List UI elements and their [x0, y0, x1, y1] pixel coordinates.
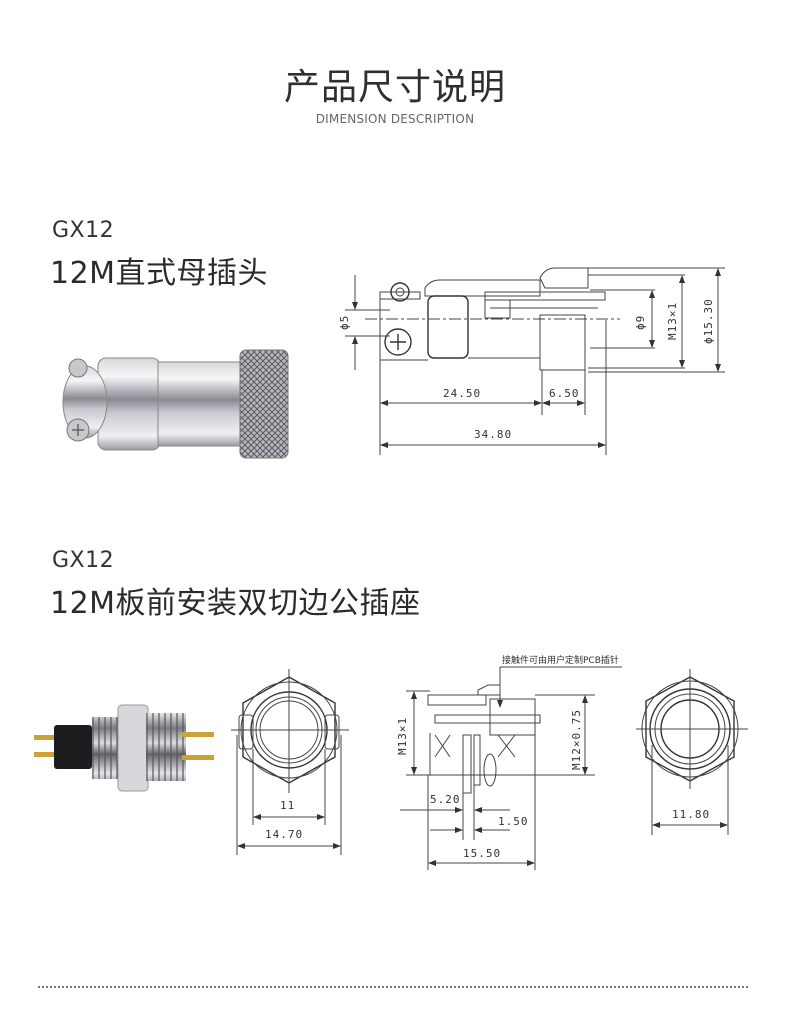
socket-front-view: 11 14.70 — [231, 669, 349, 855]
dim-m13x1: M13×1 — [396, 717, 409, 755]
male-socket-photo — [34, 704, 214, 792]
product-1-model: GX12 — [52, 218, 115, 243]
dim-1-50: 1.50 — [498, 815, 529, 828]
female-plug-dimension-drawing: ϕ5 ϕ9 M13×1 ϕ15.30 24.50 6.50 34.80 — [338, 267, 725, 455]
page-subtitle: DIMENSION DESCRIPTION — [315, 112, 475, 126]
socket-side-section-view: 接触件可由用户定制PCB插针 M13×1 M12×0.75 5.20 1.50 … — [396, 654, 622, 870]
female-plug-photo — [62, 349, 289, 459]
dim-phi9: ϕ9 — [634, 315, 647, 330]
dim-phi5: ϕ5 — [338, 315, 351, 330]
dim-m12x0-75: M12×0.75 — [570, 709, 583, 770]
footer-divider — [38, 986, 748, 988]
dim-m13: M13×1 — [666, 302, 679, 340]
dim-5-20: 5.20 — [430, 793, 461, 806]
product-2-model: GX12 — [52, 548, 115, 573]
socket-rear-view: 11.80 — [636, 669, 748, 835]
dim-phi15-30: ϕ15.30 — [702, 298, 715, 344]
dim-34-80: 34.80 — [474, 428, 512, 441]
dim-24-50: 24.50 — [443, 387, 481, 400]
dim-14-70: 14.70 — [265, 828, 303, 841]
dim-6-50: 6.50 — [549, 387, 580, 400]
product-2-name: 12M板前安装双切边公插座 — [50, 586, 421, 621]
dim-15-50: 15.50 — [463, 847, 501, 860]
product-1-name: 12M直式母插头 — [50, 256, 269, 291]
dim-11-80: 11.80 — [672, 808, 710, 821]
dim-11: 11 — [280, 799, 295, 812]
page-title: 产品尺寸说明 — [283, 67, 506, 108]
pcb-pin-note: 接触件可由用户定制PCB插针 — [502, 654, 619, 666]
